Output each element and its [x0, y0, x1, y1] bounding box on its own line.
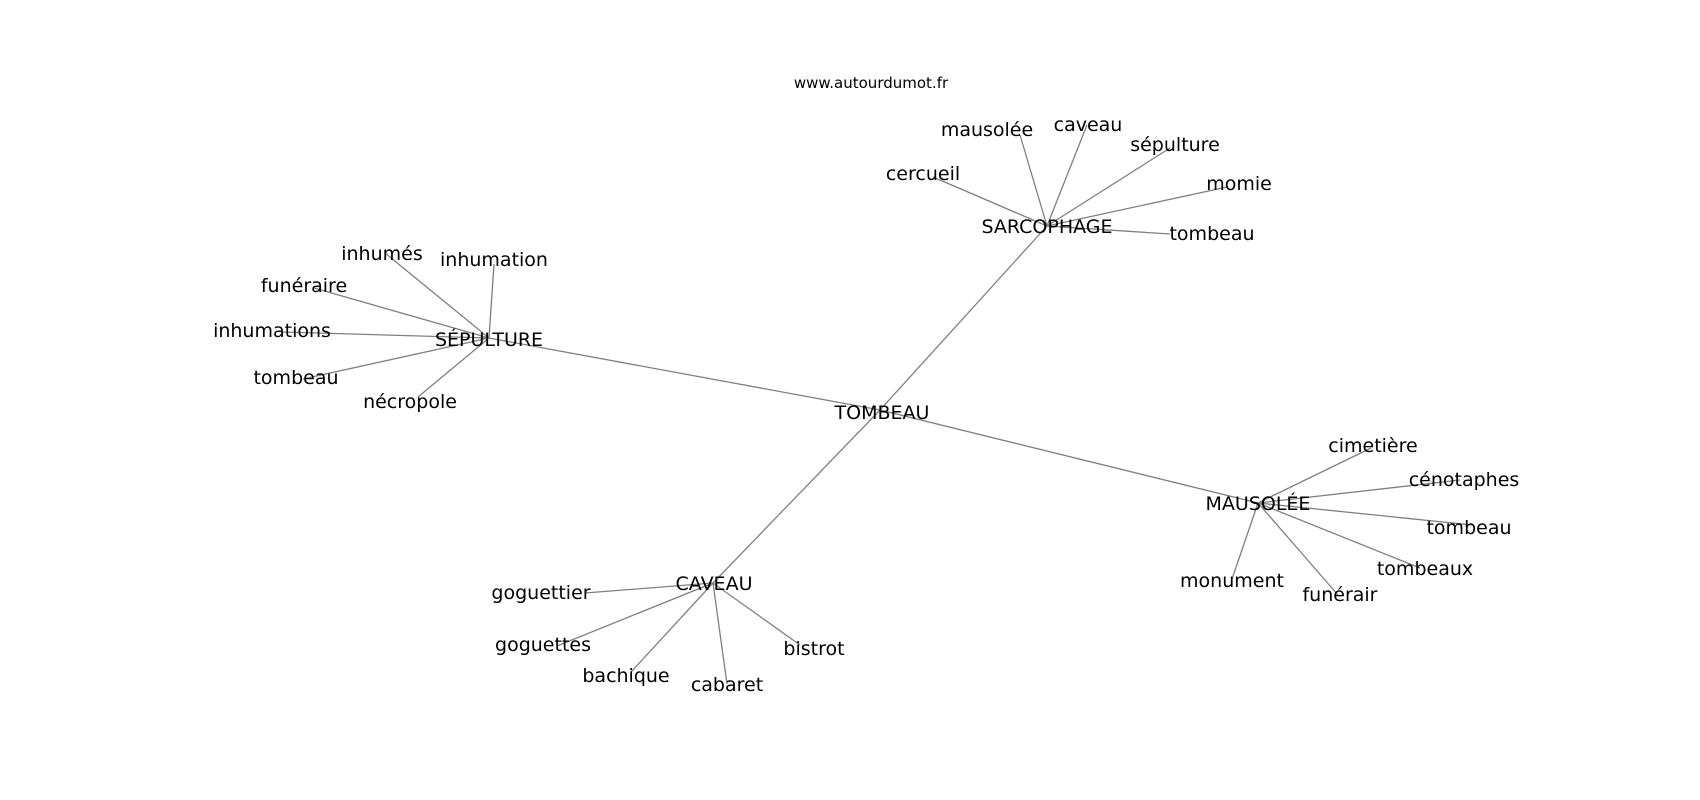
node-caveau-goguettier: goguettier [491, 582, 590, 604]
edge-root-mausolee [879, 409, 1259, 504]
node-sepulture-inhumes: inhumés [341, 243, 423, 265]
node-caveau-goguettes: goguettes [495, 634, 591, 656]
node-mausolee-monument: monument [1180, 570, 1284, 592]
edge-mausolee-monument [1231, 502, 1259, 580]
edge-sarcophage-mausolee [1019, 134, 1048, 227]
edge-sepulture-necropole [417, 337, 490, 398]
edge-sarcophage-sepulture [1046, 147, 1171, 227]
node-sepulture-inhumations: inhumations [213, 320, 331, 342]
node-sepulture-necropole: nécropole [363, 391, 457, 413]
edge-mausolee-cimetiere [1257, 447, 1372, 504]
edge-sarcophage-cercueil [932, 176, 1048, 227]
node-sarcophage-cercueil: cercueil [886, 163, 960, 185]
node-sarcophage-momie: momie [1206, 173, 1272, 195]
edge-mausolee-tombeaux [1257, 502, 1421, 569]
edge-root-sepulture [488, 337, 881, 411]
node-sepulture-tombeau: tombeau [253, 367, 338, 389]
node-caveau-bistrot: bistrot [783, 638, 844, 660]
node-caveau-bachique: bachique [582, 665, 669, 687]
node-mausolee-tombeaux: tombeaux [1377, 558, 1473, 580]
edge-mausolee-funerair [1257, 502, 1339, 596]
edge-sarcophage-caveau [1046, 124, 1088, 227]
node-caveau-cabaret: cabaret [691, 674, 763, 696]
node-sepulture-inhumation: inhumation [440, 249, 548, 271]
edge-sepulture-tombeau [302, 337, 490, 380]
node-sepulture-funeraire: funéraire [261, 275, 347, 297]
source-watermark: www.autourdumot.fr [794, 74, 949, 92]
edge-caveau-goguettier [584, 582, 714, 594]
edge-root-sarcophage [879, 225, 1048, 411]
edge-sarcophage-momie [1046, 186, 1228, 227]
root-node-label: TOMBEAU [834, 402, 930, 424]
node-mausolee-funerair: funérair [1302, 584, 1377, 606]
edge-mausolee-cenotaphes [1257, 479, 1461, 504]
node-sarcophage-tombeau: tombeau [1169, 223, 1254, 245]
edge-caveau-bistrot [712, 582, 801, 646]
edge-caveau-goguettes [556, 582, 714, 647]
edge-sepulture-funeraire [313, 287, 490, 339]
edge-sepulture-inhumes [384, 252, 490, 339]
edge-caveau-cabaret [712, 582, 728, 685]
edge-sepulture-inhumation [488, 263, 495, 339]
node-caveau: CAVEAU [676, 573, 753, 595]
node-sarcophage-mausolee: mausolée [941, 119, 1033, 141]
node-mausolee-tombeau: tombeau [1426, 517, 1511, 539]
edge-sepulture-inhumations [281, 331, 490, 339]
node-sarcophage-sepulture: sépulture [1130, 134, 1220, 156]
node-mausolee-cenotaphes: cénotaphes [1409, 469, 1520, 491]
edge-sarcophage-tombeau [1046, 225, 1171, 235]
edge-root-caveau [712, 409, 881, 584]
node-sarcophage: SARCOPHAGE [981, 216, 1112, 238]
edge-mausolee-tombeau [1257, 502, 1473, 526]
node-mausolee: MAUSOLÉE [1206, 492, 1311, 515]
node-sepulture: SÉPULTURE [435, 328, 543, 351]
node-sarcophage-caveau: caveau [1054, 114, 1123, 136]
node-mausolee-cimetiere: cimetière [1328, 435, 1417, 457]
edges-layer [281, 124, 1473, 685]
labels-layer: www.autourdumot.fr TOMBEAU SARCOPHAGE cer… [213, 74, 1519, 696]
edge-caveau-bachique [630, 582, 714, 673]
